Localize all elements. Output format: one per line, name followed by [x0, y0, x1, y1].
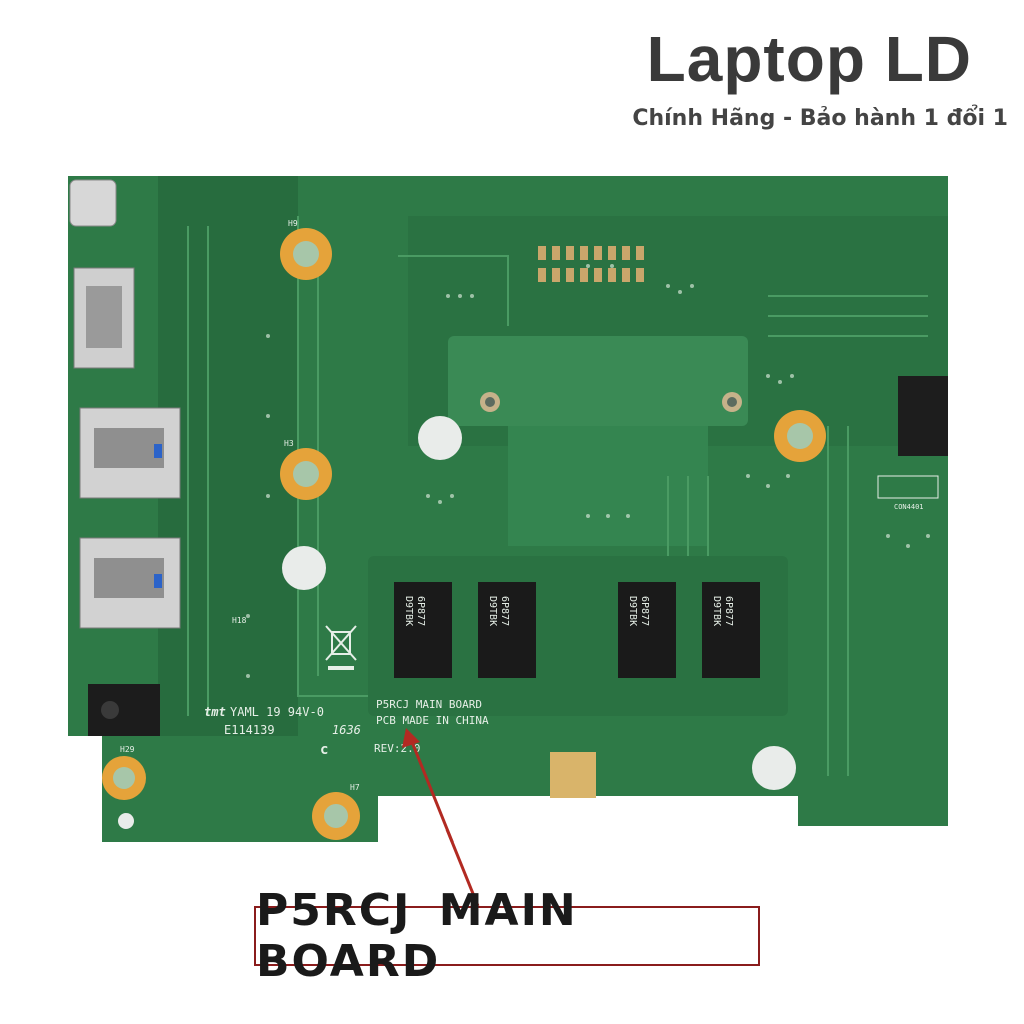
hole-label: H29 — [120, 745, 135, 754]
memory-chip: 6P877 D9TBK — [702, 582, 760, 678]
memory-chip: 6P877 D9TBK — [394, 582, 452, 678]
date-code: 1636 — [332, 723, 361, 737]
svg-text:D9TBK: D9TBK — [487, 596, 498, 626]
motherboard-photo: CON4401 H9 H3 H18 H29 H — [68, 176, 948, 842]
weee-bin-icon — [325, 625, 357, 670]
hole-label: H3 — [284, 439, 294, 448]
connector-label: CON4401 — [894, 503, 924, 511]
audio-jack — [88, 684, 160, 736]
cert-line-1: YAML 19 94V-0 — [230, 705, 324, 719]
silkscreen-line-2: PCB MADE IN CHINA — [376, 714, 489, 727]
callout-label: P5RCJ MAIN BOARD — [256, 885, 578, 987]
svg-text:6P877: 6P877 — [723, 596, 734, 626]
mounting-pads — [102, 228, 826, 840]
hole-label: H9 — [288, 219, 298, 228]
svg-text:D9TBK: D9TBK — [627, 596, 638, 626]
ul-mark: c — [320, 742, 328, 758]
hole-label: H18 — [232, 616, 247, 625]
cert-line-2: E114139 — [224, 723, 275, 737]
memory-chip: 6P877 D9TBK — [618, 582, 676, 678]
silkscreen-line-1: P5RCJ MAIN BOARD — [376, 698, 482, 711]
callout-arrow — [402, 728, 454, 842]
hole-label: H7 — [350, 783, 360, 792]
maker-mark: tmt — [204, 705, 226, 719]
svg-text:D9TBK: D9TBK — [403, 596, 414, 626]
svg-text:6P877: 6P877 — [499, 596, 510, 626]
svg-text:6P877: 6P877 — [639, 596, 650, 626]
brand-title: Laptop LD — [646, 23, 972, 95]
callout-arrow-tail — [445, 830, 480, 907]
brand-subtitle: Chính Hãng - Bảo hành 1 đổi 1 — [632, 106, 1008, 131]
usb-c-port — [69, 179, 117, 227]
svg-text:D9TBK: D9TBK — [711, 596, 722, 626]
memory-chip: 6P877 D9TBK — [478, 582, 536, 678]
callout-box: P5RCJ MAIN BOARD — [254, 885, 760, 987]
svg-text:6P877: 6P877 — [415, 596, 426, 626]
